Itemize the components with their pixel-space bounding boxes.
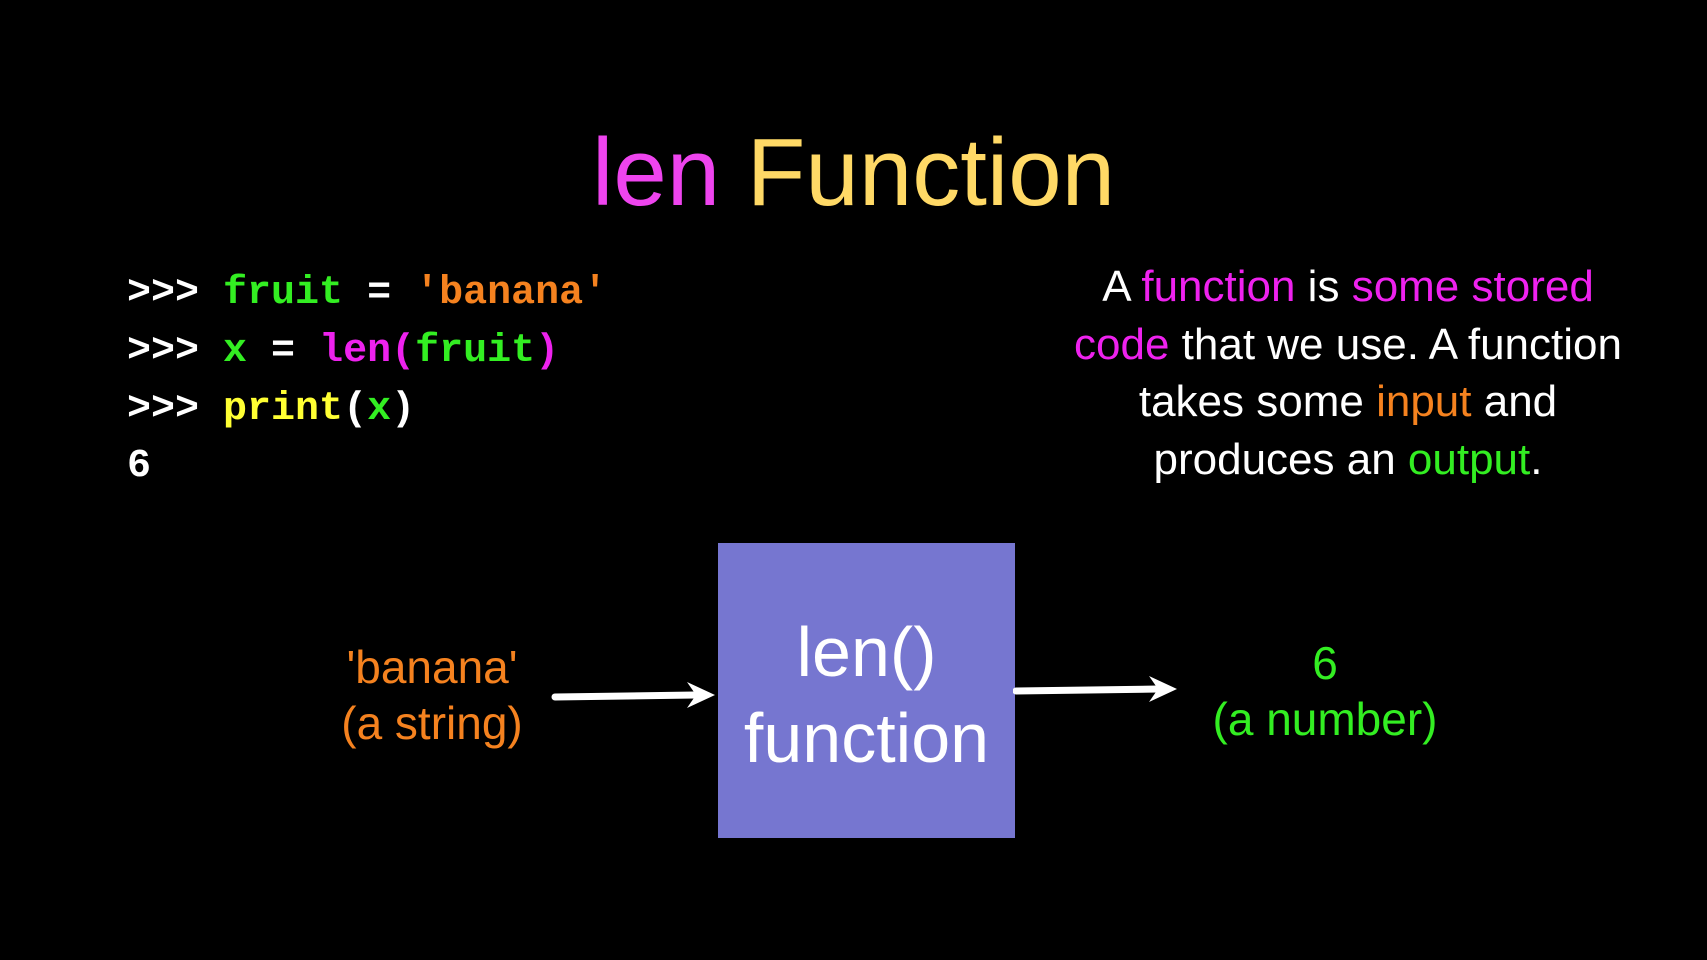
code-output: 6: [127, 444, 152, 489]
right-arrow-icon: [1013, 676, 1177, 702]
code-paren-open: (: [391, 329, 416, 374]
highlight-input: input: [1376, 377, 1472, 426]
highlight-output: output: [1407, 434, 1531, 484]
title-len: len: [592, 119, 721, 226]
code-paren-close: ): [391, 387, 416, 432]
prompt: >>>: [127, 387, 200, 432]
code-line-2: >>> x = len(fruit): [127, 328, 559, 376]
code-line-3: >>> print(x): [127, 386, 415, 434]
text: .: [1530, 434, 1543, 484]
input-type: (a string): [341, 697, 523, 749]
code-paren-open: (: [343, 387, 368, 432]
text: A: [1102, 262, 1142, 311]
slide-title: len Function: [0, 118, 1707, 228]
code-func: len: [319, 329, 392, 374]
code-string: 'banana': [415, 271, 608, 316]
code-arg: x: [367, 387, 392, 432]
right-arrow-icon: [551, 682, 715, 708]
code-line-1: >>> fruit = 'banana': [127, 270, 607, 318]
box-label-function: function: [743, 699, 990, 777]
code-op: =: [247, 329, 320, 374]
code-paren-close: ): [535, 329, 560, 374]
title-function: Function: [746, 119, 1115, 226]
code-op: =: [343, 271, 416, 316]
output-type: (a number): [1212, 693, 1438, 745]
code-arg: fruit: [415, 329, 536, 374]
output-value: 6: [1312, 637, 1338, 689]
definition-paragraph: A function is some stored code that we u…: [1058, 258, 1638, 488]
text: is: [1295, 262, 1352, 311]
highlight-function: function: [1141, 262, 1296, 311]
text: and produces an: [1153, 377, 1558, 484]
prompt: >>>: [127, 329, 200, 374]
text: that we use. A function takes some: [1138, 319, 1622, 427]
function-box: len() function: [718, 543, 1015, 838]
input-value: 'banana': [346, 641, 518, 693]
code-var: x: [223, 329, 248, 374]
highlight-stored-code: some stored code: [1074, 262, 1594, 369]
prompt: >>>: [127, 271, 200, 316]
code-var: fruit: [223, 271, 344, 316]
box-label-len: len(): [796, 613, 937, 691]
code-func: print: [223, 387, 344, 432]
output-label: 6 (a number): [1175, 635, 1475, 747]
input-label: 'banana' (a string): [292, 639, 572, 751]
